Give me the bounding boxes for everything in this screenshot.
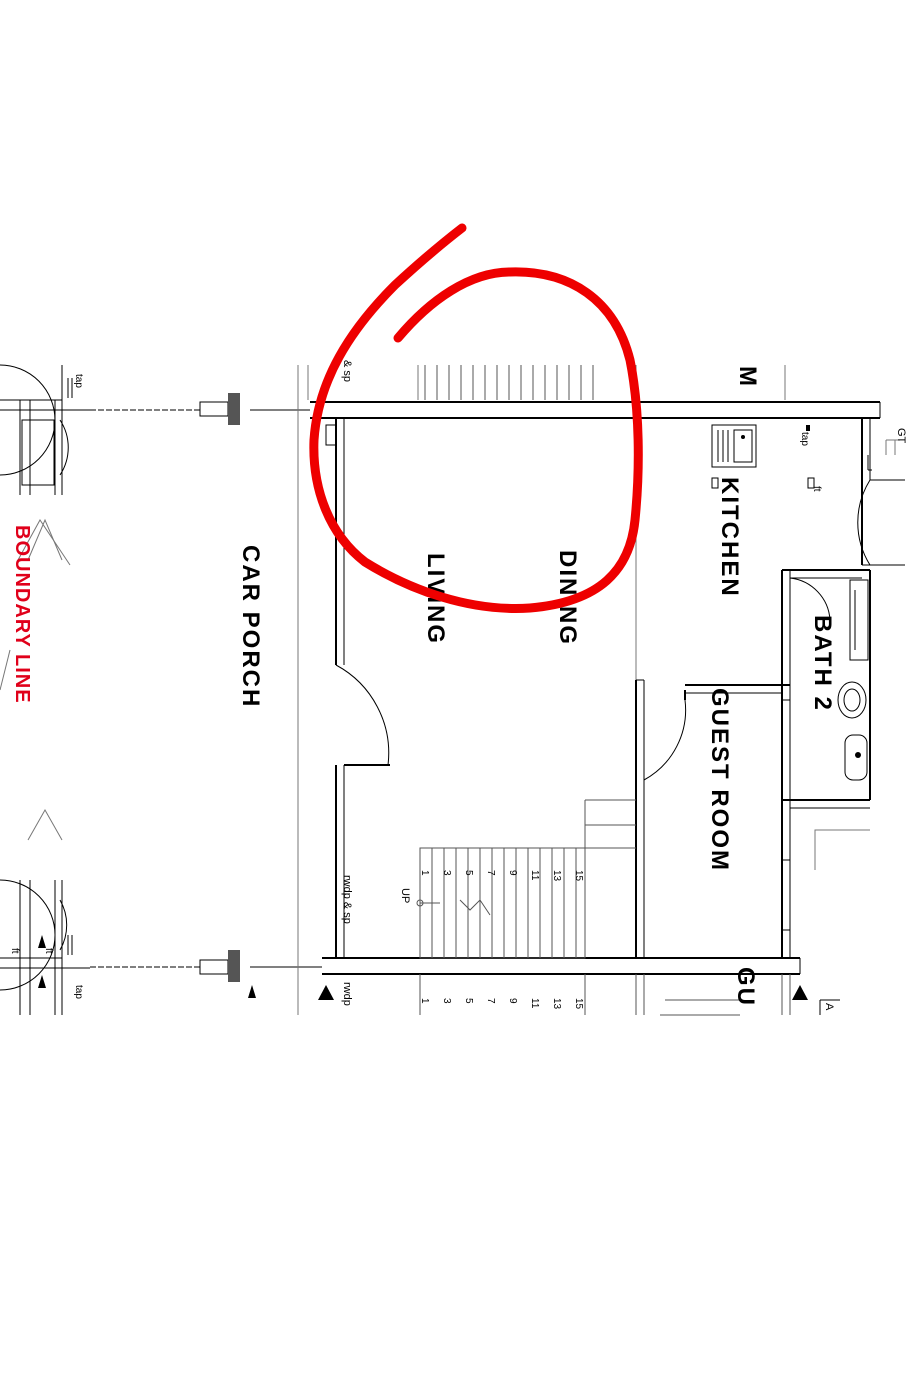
label-ft-bottom-left-b: ft [43,948,54,954]
label-kitchen: KITCHEN [716,477,743,598]
plan-linework [0,364,905,1016]
label-rwdp-partial: rwdp [341,982,353,1006]
stair-step-number: 5 [463,998,474,1004]
label-car-porch: CAR PORCH [237,545,264,708]
red-annotation-circle [309,223,643,613]
stair-step-number: 3 [441,998,452,1004]
stair-step-number: 1 [419,998,430,1004]
label-top-partial: M [734,366,761,388]
label-guest-room: GUEST ROOM [706,688,733,872]
stair-step-number: 15 [573,998,584,1010]
label-sp-top: & sp [341,360,353,382]
stair-step-number: 9 [507,870,518,876]
label-boundary-line: BOUNDARY LINE [11,525,33,704]
label-a-partial: A [823,1003,835,1011]
stair-step-number: 7 [485,998,496,1004]
label-rwdp-sp: rwdp & sp [341,875,353,924]
label-guest-partial: GU [732,967,759,1007]
stair-step-number: 13 [551,870,562,882]
label-gt: GT [895,428,907,444]
room-labels: CAR PORCH LIVING DINING KITCHEN BATH 2 G… [11,366,836,1007]
stair-step-number: 7 [485,870,496,876]
stair-step-number: 11 [529,998,540,1009]
stair-step-number: 13 [551,998,562,1010]
staircase [416,799,791,1016]
upper-stair-lines [424,365,594,400]
label-bath-2: BATH 2 [809,615,836,712]
label-up: UP [399,888,411,903]
stair-step-number: 11 [529,870,540,881]
label-tap-bottom-left: tap [73,985,84,999]
label-ft-bottom-left-a: ft [9,948,20,954]
stair-step-number: 15 [573,870,584,882]
annotation-labels: tap tap ft ft & sp rwdp & sp rwdp UP tap… [9,360,907,1011]
label-kitchen-ft: ft [811,486,822,492]
stair-step-number: 9 [507,998,518,1004]
label-tap-top-left: tap [73,374,84,388]
stair-step-number: 5 [463,870,474,876]
label-kitchen-tap: tap [799,432,810,446]
stair-step-number: 1 [419,870,430,876]
stair-step-number: 3 [441,870,452,876]
